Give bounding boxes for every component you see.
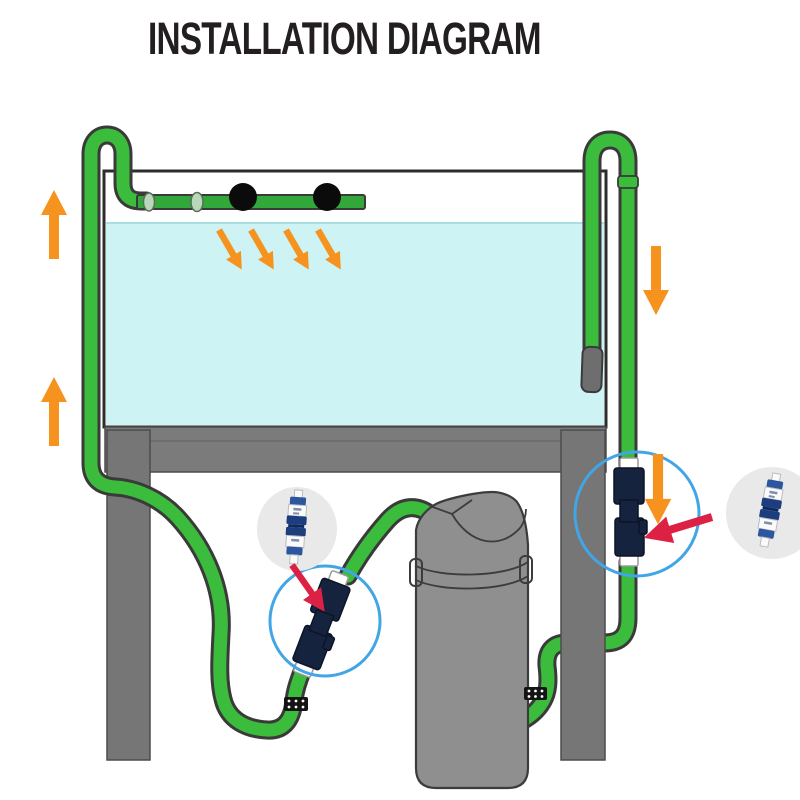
product-photo-left [257, 487, 337, 571]
canister-clamp-right [519, 555, 533, 584]
canister-hoses [338, 498, 638, 734]
callout-circle-right [573, 450, 701, 578]
callout-circle-left [268, 564, 382, 678]
canister-filter [409, 490, 533, 790]
outflow-hose-upper [341, 501, 441, 583]
hose-clip-left [284, 697, 308, 711]
product-photo-right [726, 467, 800, 559]
flow-arrow-up-2 [41, 377, 67, 446]
stand-leg-right [560, 429, 606, 761]
canister-band-2 [415, 575, 529, 590]
canister-body [414, 490, 530, 790]
flow-arrow-up-1 [41, 190, 67, 259]
intake-hose [580, 130, 639, 475]
flow-arrow-down-tank [643, 246, 669, 315]
inflow-hose-lower [509, 555, 635, 731]
tank-water [106, 222, 604, 425]
canister-clamp-left [409, 558, 423, 587]
canister-lid-scoop [451, 508, 527, 543]
stand-top [104, 426, 607, 473]
flow-arrow-down-valve [644, 454, 672, 525]
hose-clip-right [524, 687, 547, 700]
spray-bar-joint-2 [190, 191, 204, 213]
page-title: INSTALLATION DIAGRAM [148, 13, 542, 64]
tank-stand [104, 426, 607, 761]
outflow-hose [81, 125, 313, 740]
spray-bar-knob-1 [229, 183, 257, 211]
spray-bar-joint-1 [142, 192, 156, 212]
intake-strainer [580, 345, 604, 394]
spray-bar-knob-2 [313, 183, 341, 211]
hose-connector-ring [617, 175, 639, 189]
spray-bar [136, 183, 366, 213]
shutoff-valve-right [613, 457, 648, 567]
